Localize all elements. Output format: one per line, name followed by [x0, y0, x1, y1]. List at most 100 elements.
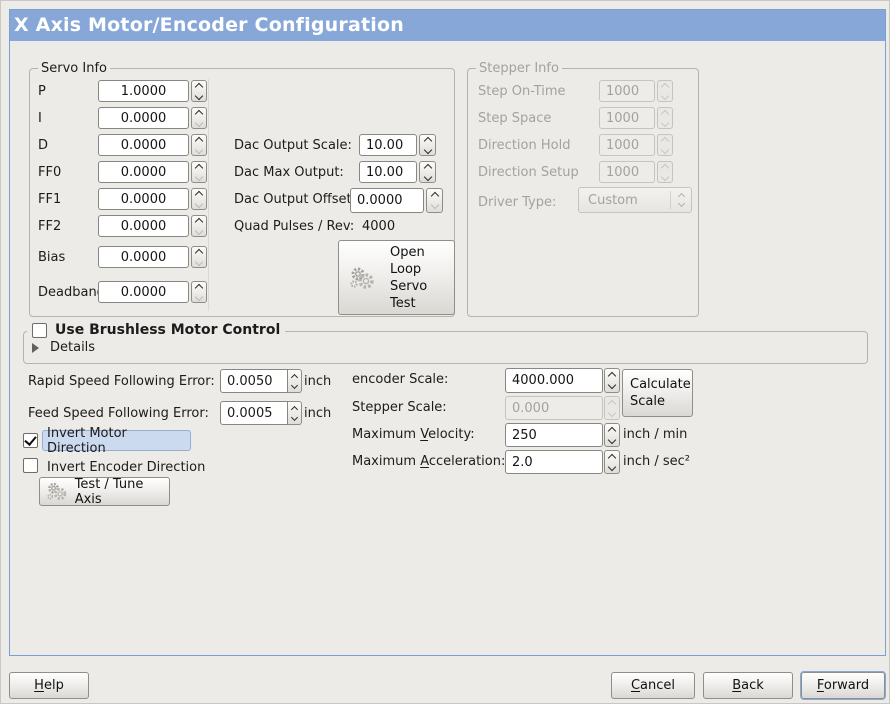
open-loop-button-label: Open Loop Servo Test	[390, 244, 428, 311]
details-label: Details	[50, 340, 96, 355]
dac-output-offset-spinner[interactable]	[426, 188, 443, 213]
bias-input[interactable]: 0.0000	[98, 246, 189, 268]
open-loop-servo-test-button[interactable]: Open Loop Servo Test	[338, 240, 455, 315]
ff0-label: FF0	[38, 165, 62, 180]
details-expander[interactable]: Details	[32, 340, 95, 355]
spin-up-icon[interactable]	[607, 453, 617, 462]
feed-following-error-spinner[interactable]	[288, 401, 302, 425]
spin-down-icon[interactable]	[607, 380, 617, 390]
direction-setup-spinner	[657, 161, 673, 183]
spin-up-icon[interactable]	[290, 405, 299, 413]
spin-down-icon	[194, 292, 204, 301]
dac-max-output-spinner[interactable]	[419, 161, 436, 183]
driver-type-value: Custom	[588, 192, 638, 208]
ff2-label: FF2	[38, 219, 62, 234]
spin-down-icon[interactable]	[423, 172, 432, 181]
bias-label: Bias	[38, 250, 66, 265]
spin-up-icon	[660, 109, 670, 118]
invert-motor-label[interactable]: Invert Motor Direction	[42, 426, 191, 456]
test-tune-axis-label: Test / Tune Axis	[74, 476, 144, 507]
deadband-label: Deadband	[38, 285, 105, 300]
spin-up-icon[interactable]	[290, 373, 299, 381]
calculate-scale-line2: Scale	[630, 394, 665, 409]
spin-up-icon[interactable]	[423, 163, 432, 172]
spin-up-icon[interactable]	[194, 248, 204, 257]
checkmark-icon	[24, 433, 37, 446]
i-input[interactable]: 0.0000	[98, 107, 189, 129]
servo-info-frame: Servo Info P 1.0000 I 0.0000 D 0.0000 FF…	[29, 61, 455, 317]
help-button[interactable]: Help	[9, 672, 89, 699]
invert-motor-checkbox[interactable]	[23, 433, 38, 448]
spin-down-icon[interactable]	[290, 413, 299, 421]
spin-up-icon[interactable]	[607, 371, 617, 381]
p-spinner[interactable]	[191, 80, 207, 102]
spin-up-icon	[660, 82, 670, 91]
driver-type-select: Custom	[578, 187, 692, 213]
spin-down-icon[interactable]	[607, 435, 617, 444]
spin-up-icon[interactable]	[194, 283, 204, 292]
spin-down-icon	[430, 200, 439, 210]
brushless-frame: Use Brushless Motor Control Details	[23, 323, 868, 364]
stepper-scale-label: Stepper Scale:	[352, 400, 447, 415]
dac-output-offset-input[interactable]: 0.0000	[350, 188, 424, 213]
rapid-following-error-input[interactable]: 0.0050	[220, 369, 288, 393]
ff0-spinner[interactable]	[191, 161, 207, 183]
spin-up-icon[interactable]	[194, 163, 204, 172]
deadband-spinner[interactable]	[191, 281, 207, 303]
maximum-acceleration-spinner[interactable]	[604, 450, 620, 474]
encoder-scale-input[interactable]: 4000.000	[505, 368, 603, 393]
d-label: D	[38, 138, 49, 153]
ff2-input[interactable]: 0.0000	[98, 215, 189, 237]
invert-encoder-checkbox[interactable]	[23, 458, 38, 473]
i-spinner[interactable]	[191, 107, 207, 129]
direction-setup-input: 1000	[599, 161, 655, 183]
calculate-scale-button[interactable]: Calculate Scale	[622, 369, 693, 417]
maximum-acceleration-input[interactable]: 2.0	[505, 450, 603, 474]
acceleration-unit-label: inch / sec²	[623, 454, 691, 469]
forward-label: Forward	[816, 678, 870, 693]
step-space-spinner	[657, 107, 673, 129]
back-button[interactable]: Back	[703, 672, 793, 699]
dac-max-output-label: Dac Max Output:	[234, 165, 344, 180]
forward-button[interactable]: Forward	[800, 671, 886, 700]
spin-up-icon[interactable]	[607, 426, 617, 435]
maximum-velocity-spinner[interactable]	[604, 423, 620, 447]
bias-spinner[interactable]	[191, 246, 207, 268]
deadband-input[interactable]: 0.0000	[98, 281, 189, 303]
ff1-label: FF1	[38, 192, 62, 207]
feed-following-error-input[interactable]: 0.0005	[220, 401, 288, 425]
dac-output-scale-spinner[interactable]	[419, 134, 436, 156]
cancel-button[interactable]: Cancel	[611, 672, 695, 699]
ff1-spinner[interactable]	[191, 188, 207, 210]
spin-down-icon[interactable]	[290, 381, 299, 389]
spin-up-icon[interactable]	[423, 136, 432, 145]
ff1-input[interactable]: 0.0000	[98, 188, 189, 210]
spin-up-icon[interactable]	[194, 190, 204, 199]
encoder-scale-spinner[interactable]	[604, 368, 620, 393]
invert-encoder-label[interactable]: Invert Encoder Direction	[47, 460, 206, 475]
maximum-velocity-input[interactable]: 250	[505, 423, 603, 447]
spin-up-icon[interactable]	[194, 82, 204, 91]
rapid-following-error-spinner[interactable]	[288, 369, 302, 393]
combo-separator	[670, 191, 671, 209]
ff0-input[interactable]: 0.0000	[98, 161, 189, 183]
spin-up-icon[interactable]	[194, 217, 204, 226]
dac-max-output-input[interactable]: 10.00	[359, 161, 417, 183]
spin-down-icon[interactable]	[194, 91, 204, 100]
spin-up-icon[interactable]	[194, 109, 204, 118]
use-brushless-checkbox[interactable]	[32, 323, 47, 338]
spin-up-icon[interactable]	[194, 136, 204, 145]
d-spinner[interactable]	[191, 134, 207, 156]
spin-down-icon	[194, 226, 204, 235]
d-input[interactable]: 0.0000	[98, 134, 189, 156]
ff2-spinner[interactable]	[191, 215, 207, 237]
p-input[interactable]: 1.0000	[98, 80, 189, 102]
spin-down-icon[interactable]	[607, 462, 617, 471]
maximum-acceleration-label: Maximum Acceleration:	[352, 454, 506, 469]
test-tune-axis-button[interactable]: Test / Tune Axis	[39, 476, 170, 507]
dac-output-scale-input[interactable]: 10.00	[359, 134, 417, 156]
stepper-scale-input: 0.000	[505, 396, 603, 420]
feed-unit-label: inch	[304, 406, 332, 421]
spin-up-icon[interactable]	[430, 191, 439, 201]
spin-down-icon[interactable]	[423, 145, 432, 154]
